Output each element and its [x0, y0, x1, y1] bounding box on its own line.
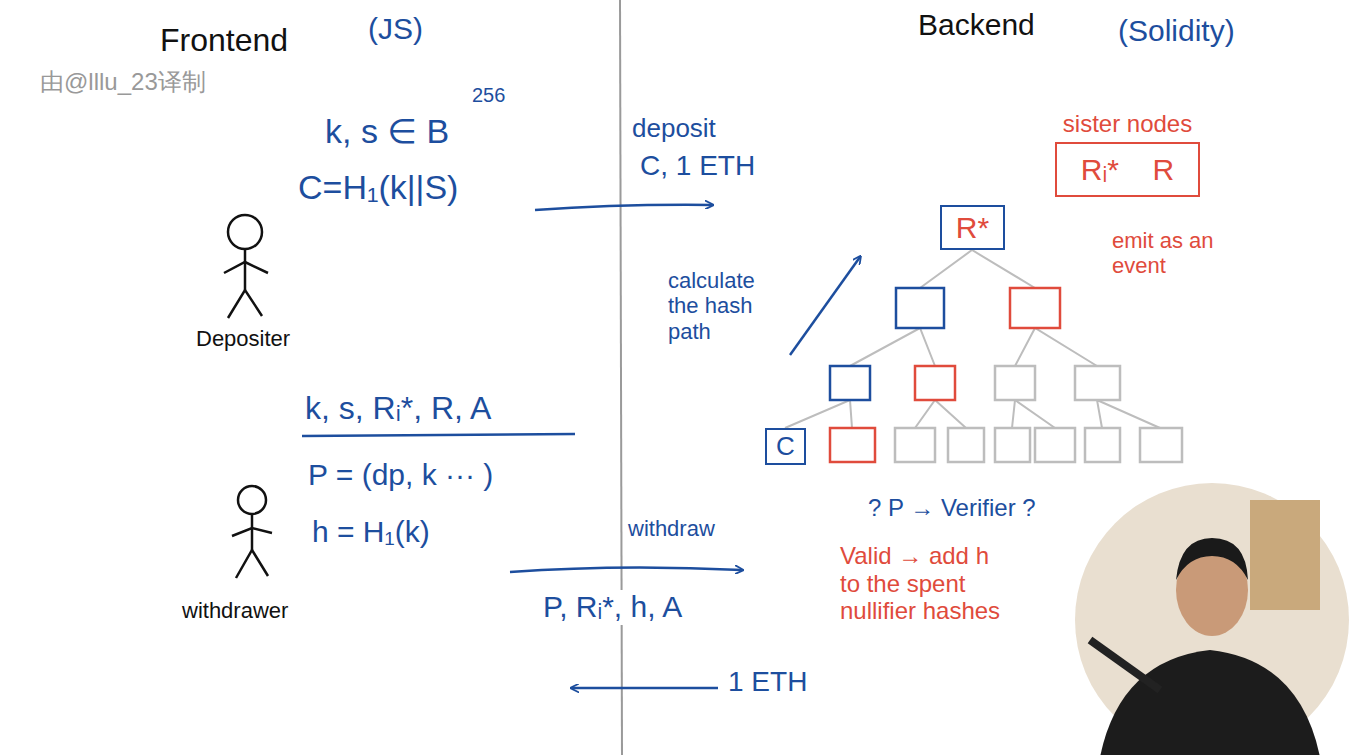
- tree-link: [785, 400, 852, 428]
- leaf-node: C: [765, 428, 806, 465]
- tree-box: [830, 428, 875, 462]
- figure-head: [228, 215, 262, 249]
- box-text: C: [776, 432, 795, 461]
- watermark: 由@lllu_23译制: [40, 68, 206, 96]
- formula: C=H₁(k||S): [298, 168, 458, 207]
- root-node: R*: [940, 205, 1005, 250]
- arrow-label: P, Rᵢ*, h, A: [540, 590, 685, 625]
- webcam-person-body: [1100, 650, 1320, 755]
- note: calculate the hash path: [668, 268, 773, 344]
- webcam-mic: [1090, 640, 1160, 690]
- formula: h = H₁(k): [312, 515, 430, 550]
- depositer-figure: [224, 215, 268, 318]
- tree-box: [1085, 428, 1120, 462]
- tree-box: [995, 428, 1030, 462]
- column-heading: Backend: [918, 8, 1035, 43]
- tree-box: [995, 366, 1035, 400]
- arrow-label: 1 ETH: [728, 666, 807, 698]
- column-subheading: (Solidity): [1118, 14, 1235, 49]
- tree-link: [1012, 400, 1055, 428]
- tree-link: [1097, 400, 1160, 428]
- tree-box: [1075, 366, 1120, 400]
- box-text: R*: [956, 211, 989, 244]
- arrow-label: deposit: [632, 114, 716, 144]
- tree-link: [1015, 328, 1097, 366]
- column-subheading: (JS): [368, 12, 423, 47]
- actor-label: Depositer: [196, 326, 290, 351]
- box-outline: C: [765, 428, 806, 465]
- webcam-inset: [1075, 483, 1349, 755]
- box-outline: R*: [940, 205, 1005, 250]
- figure-arms: [232, 528, 272, 536]
- withdrawer-figure: [232, 486, 272, 578]
- figure-head: [238, 486, 266, 514]
- sister-nodes-box: sister nodesRᵢ* R: [1055, 110, 1200, 197]
- superscript: 256: [472, 84, 505, 107]
- tree-box: [1140, 428, 1182, 462]
- underline: [302, 434, 575, 436]
- arrow-label: withdraw: [628, 516, 715, 541]
- actor-label: withdrawer: [182, 598, 288, 623]
- tree-link: [915, 400, 966, 428]
- tree-link: [920, 250, 1035, 288]
- note: Valid → add h to the spent nullifier has…: [840, 542, 1015, 625]
- webcam-frame: [1250, 500, 1320, 610]
- figure-arms: [224, 262, 268, 273]
- question-note: ? P → Verifier ?: [868, 494, 1036, 522]
- tree-box: [1010, 288, 1060, 328]
- tree-box: [896, 288, 944, 328]
- webcam-person-hair: [1176, 538, 1248, 580]
- tree-box: [915, 366, 955, 400]
- webcam-circle: [1075, 483, 1349, 755]
- tree-box: [895, 428, 935, 462]
- formula: k, s, Rᵢ*, R, A: [305, 390, 491, 427]
- figure-legs: [236, 550, 268, 578]
- divider-line: [620, 0, 622, 755]
- box-text: Rᵢ*: [1081, 153, 1119, 186]
- box-text: R: [1153, 153, 1175, 186]
- figure-body: [251, 514, 254, 550]
- tree-box: [948, 428, 984, 462]
- box-heading: sister nodes: [1055, 110, 1200, 138]
- deposit-arrow: [535, 205, 712, 210]
- tree-box: [1035, 428, 1075, 462]
- figure-legs: [228, 290, 262, 318]
- tree-link: [850, 328, 935, 366]
- note: emit as an event: [1112, 228, 1242, 279]
- tree-boxes: [830, 288, 1182, 462]
- withdraw-arrow: [510, 567, 742, 572]
- arrow-label: C, 1 ETH: [640, 150, 755, 182]
- figure-body: [244, 249, 247, 290]
- hash-path-arrow: [790, 257, 860, 355]
- formula: k, s ∈ B: [325, 112, 449, 151]
- box-outline: Rᵢ* R: [1055, 142, 1200, 197]
- payout-arrow: [572, 687, 718, 690]
- column-heading: Frontend: [160, 22, 288, 59]
- tree-box: [830, 366, 870, 400]
- formula: P = (dp, k ··· ): [308, 458, 493, 493]
- tree-links: [785, 250, 1160, 428]
